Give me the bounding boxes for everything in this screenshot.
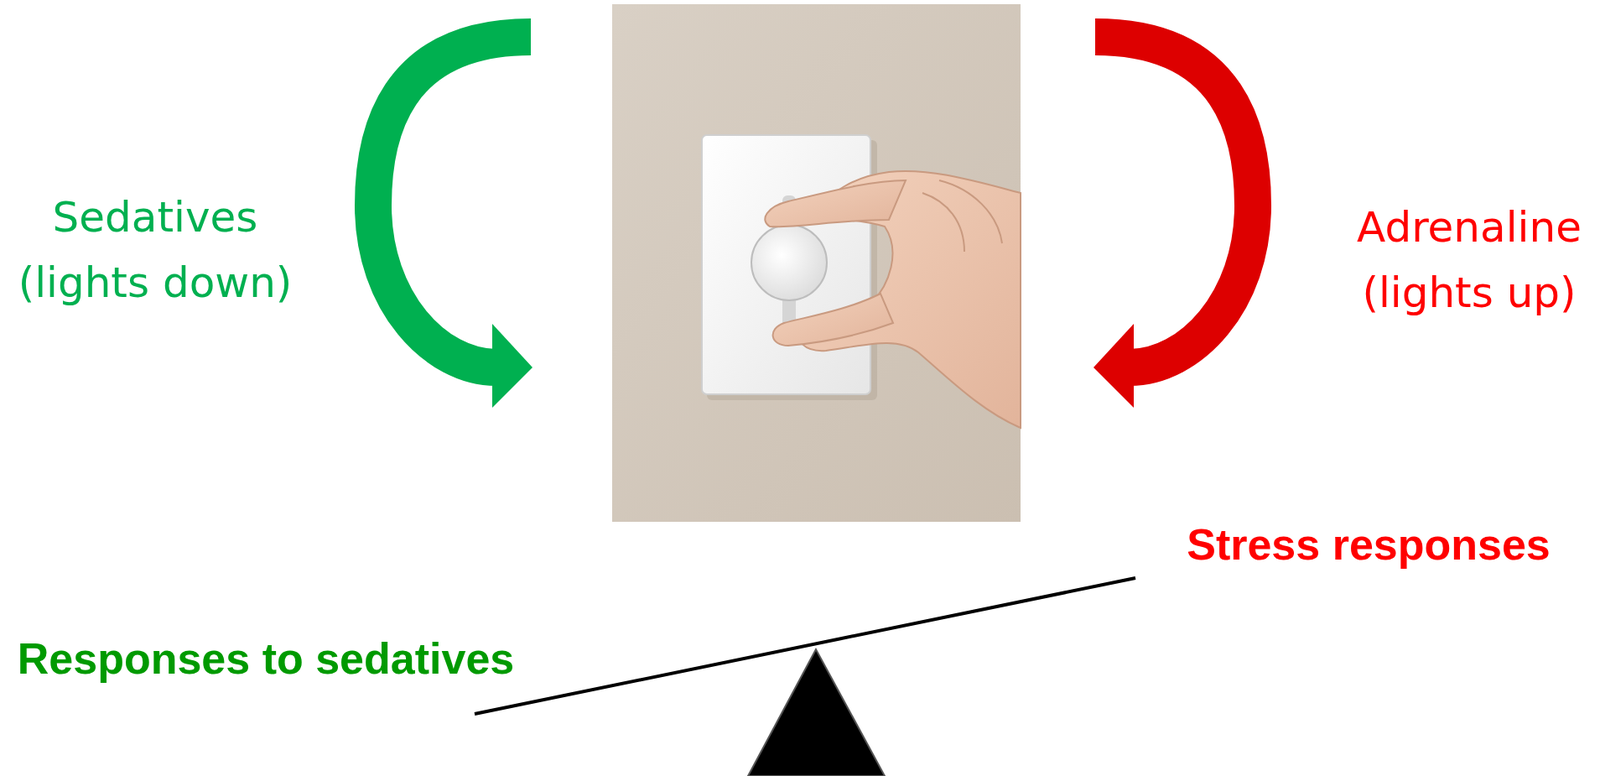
- sedative-response-label: Responses to sedatives: [14, 632, 518, 685]
- stress-label: Stress responses: [1116, 518, 1600, 571]
- dimmer-knob: [751, 224, 827, 301]
- hand-fingers: [922, 180, 1003, 252]
- balance-fulcrum: [748, 649, 885, 776]
- adrenaline-arrow-head: [1093, 323, 1134, 408]
- wall-photo: [612, 4, 1021, 522]
- adrenaline-arrow-body: [1095, 36, 1253, 368]
- sedative-arrow-head: [492, 323, 533, 408]
- hand-index-finger: [764, 180, 906, 227]
- hand-thumb: [773, 293, 894, 346]
- adrenaline-label: Adrenaline (lights up): [1343, 194, 1595, 326]
- sedative-arrow-body: [373, 36, 531, 368]
- switch-plate: [701, 135, 871, 395]
- sedatives-label: Sedatives (lights down): [0, 184, 311, 316]
